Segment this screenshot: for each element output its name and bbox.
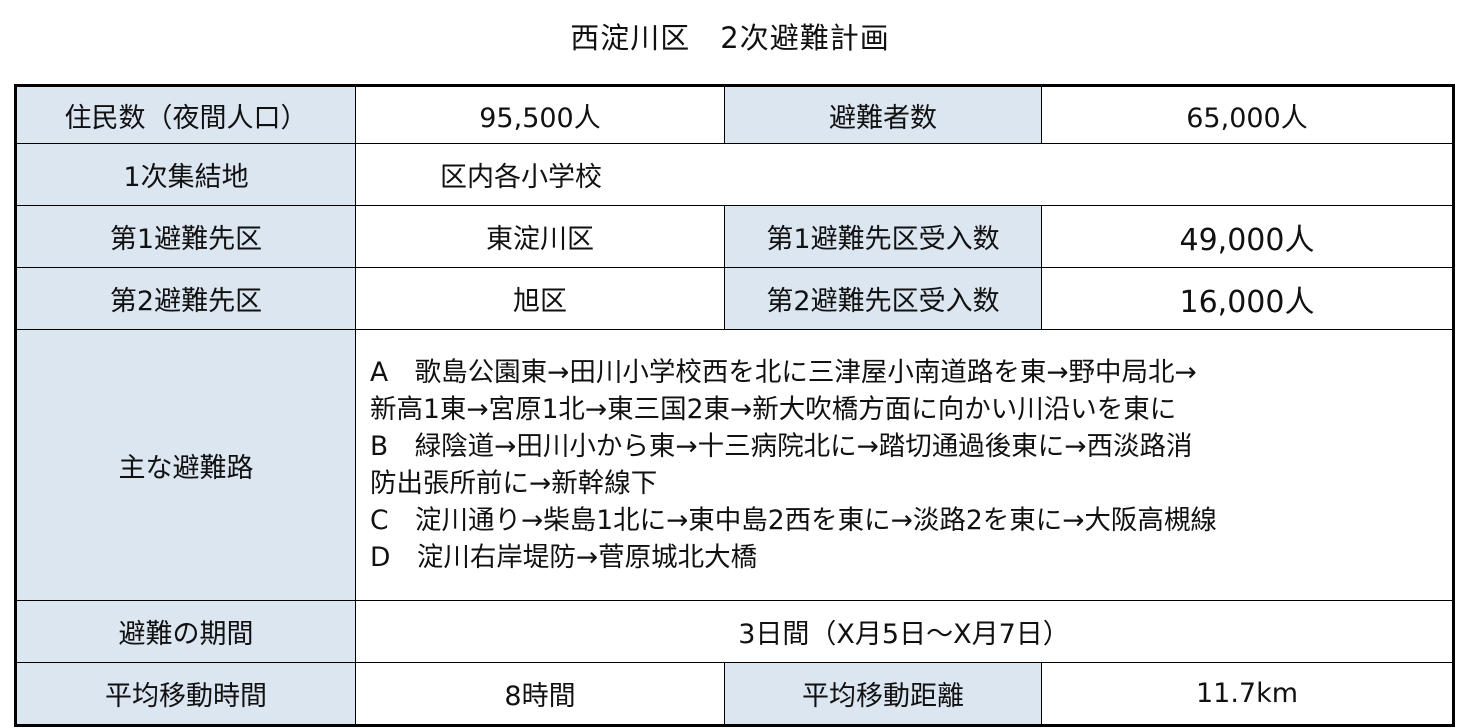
row-assembly: 1次集結地 区内各小学校 — [15, 143, 1454, 206]
evacuees-value: 65,000人 — [1041, 85, 1454, 144]
dest2-capacity-value: 16,000人 — [1041, 267, 1454, 330]
dest1-capacity-label: 第1避難先区受入数 — [724, 205, 1042, 268]
row-destination-1: 第1避難先区 東淀川区 第1避難先区受入数 49,000人 — [15, 205, 1454, 268]
route-line: A 歌島公園東→田川小学校西を北に三津屋小南道路を東→野中局北→ — [370, 357, 1197, 388]
row-residents: 住民数（夜間人口） 95,500人 避難者数 65,000人 — [15, 85, 1454, 144]
period-label: 避難の期間 — [15, 600, 356, 663]
dest2-value: 旭区 — [355, 267, 725, 330]
avg-time-value: 8時間 — [355, 662, 725, 726]
route-line: D 淀川右岸堤防→菅原城北大橋 — [370, 542, 758, 573]
avg-time-label: 平均移動時間 — [15, 662, 356, 726]
dest2-label: 第2避難先区 — [15, 267, 356, 330]
residents-value: 95,500人 — [355, 85, 725, 144]
residents-label: 住民数（夜間人口） — [15, 85, 356, 144]
dest1-label: 第1避難先区 — [15, 205, 356, 268]
assembly-value: 区内各小学校 — [355, 143, 1454, 206]
avg-distance-label: 平均移動距離 — [724, 662, 1042, 726]
routes-label: 主な避難路 — [15, 329, 356, 601]
route-line: B 緑陰道→田川小から東→十三病院北に→踏切通過後東に→西淡路消 — [370, 431, 1193, 462]
dest1-capacity-value: 49,000人 — [1041, 205, 1454, 268]
row-routes: 主な避難路 A 歌島公園東→田川小学校西を北に三津屋小南道路を東→野中局北→ 新… — [15, 329, 1454, 601]
assembly-label: 1次集結地 — [15, 143, 356, 206]
routes-value: A 歌島公園東→田川小学校西を北に三津屋小南道路を東→野中局北→ 新高1東→宮原… — [355, 329, 1454, 601]
row-period: 避難の期間 3日間（X月5日～X月7日） — [15, 600, 1454, 663]
dest2-capacity-label: 第2避難先区受入数 — [724, 267, 1042, 330]
route-line: 新高1東→宮原1北→東三国2東→新大吹橋方面に向かい川沿いを東に — [370, 394, 1177, 425]
route-line: C 淀川通り→柴島1北に→東中島2西を東に→淡路2を東に→大阪高槻線 — [370, 505, 1217, 536]
evacuees-label: 避難者数 — [724, 85, 1042, 144]
row-destination-2: 第2避難先区 旭区 第2避難先区受入数 16,000人 — [15, 267, 1454, 330]
evacuation-plan-table: 住民数（夜間人口） 95,500人 避難者数 65,000人 1次集結地 区内各… — [14, 84, 1455, 727]
page-title: 西淀川区 2次避難計画 — [570, 21, 890, 55]
dest1-value: 東淀川区 — [355, 205, 725, 268]
route-line: 防出張所前に→新幹線下 — [370, 468, 658, 499]
avg-distance-value: 11.7km — [1041, 662, 1454, 726]
row-average-move: 平均移動時間 8時間 平均移動距離 11.7km — [15, 662, 1454, 726]
period-value: 3日間（X月5日～X月7日） — [355, 600, 1454, 663]
